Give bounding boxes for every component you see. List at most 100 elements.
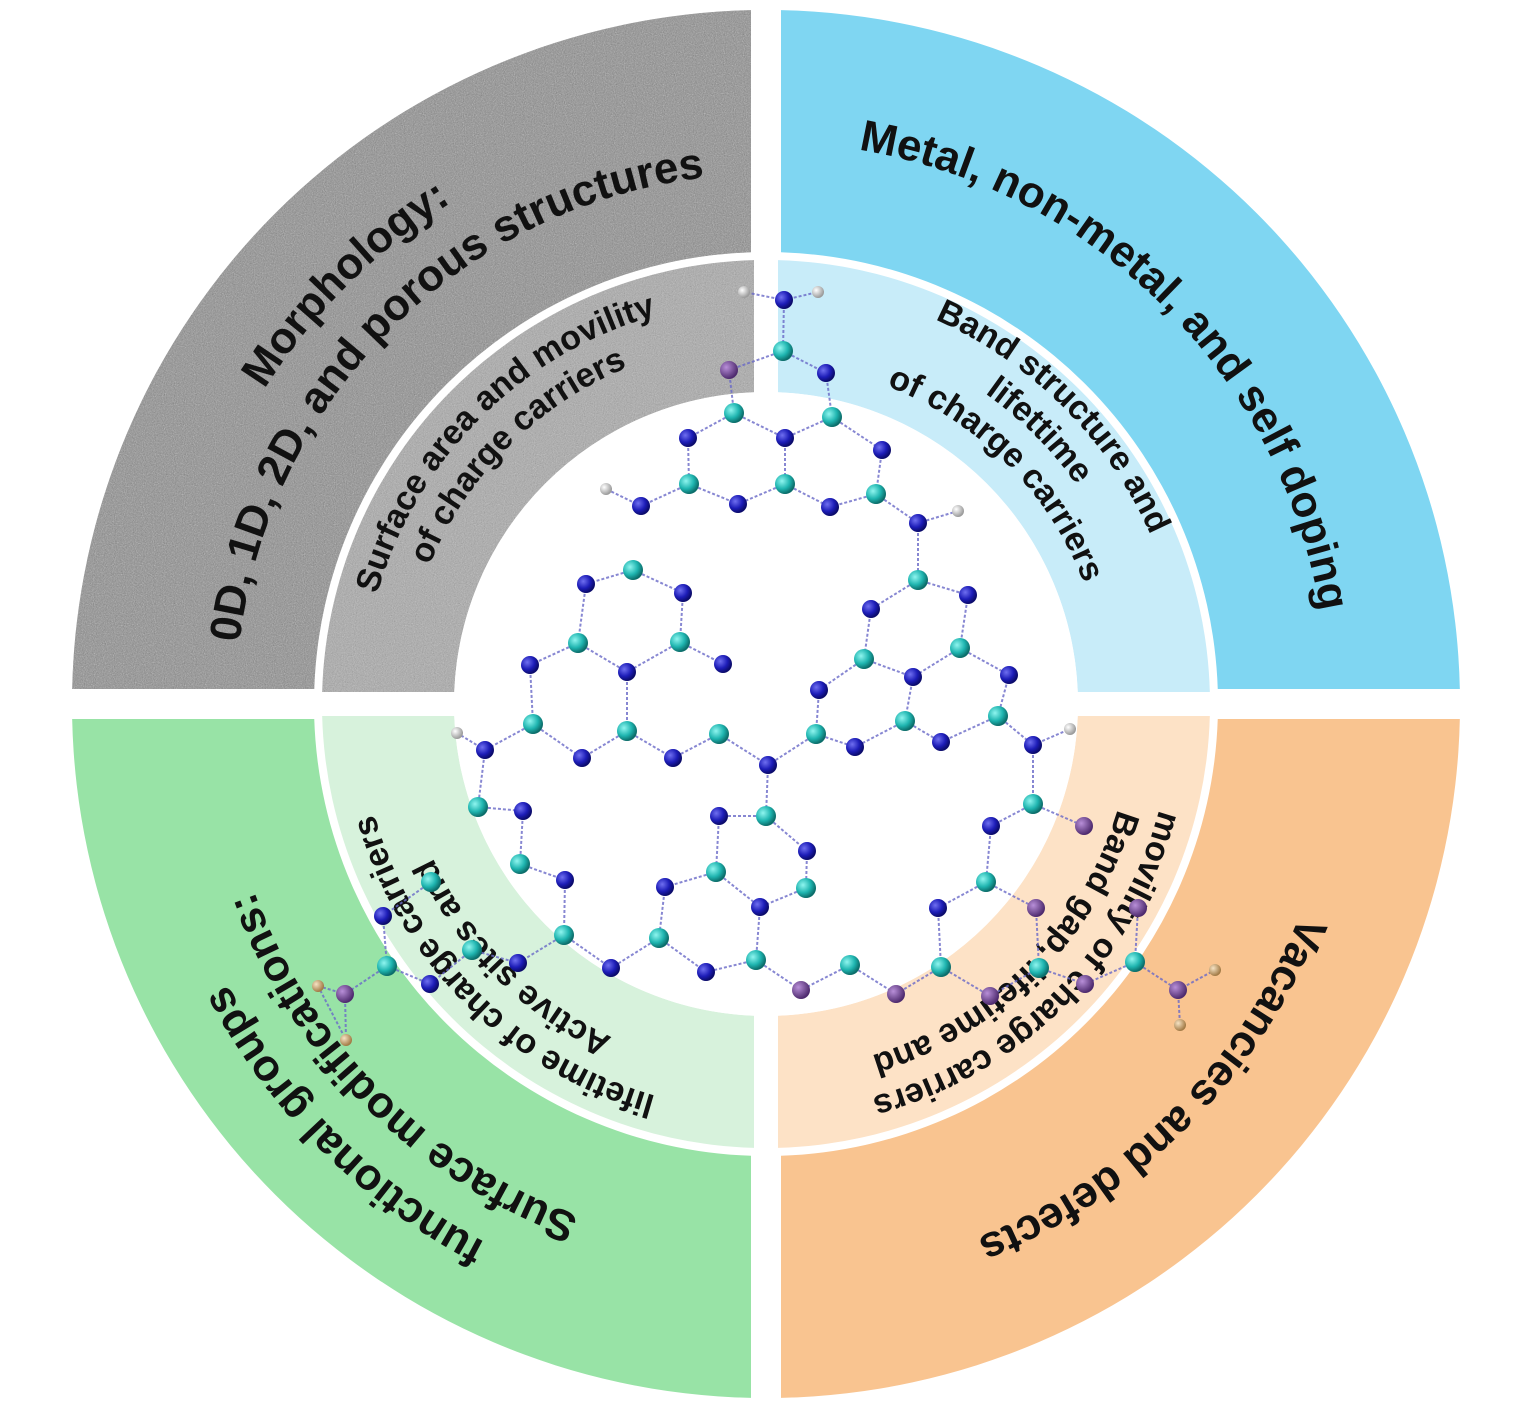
bond bbox=[610, 937, 660, 969]
dopant-atom bbox=[981, 987, 999, 1005]
carbon-atom bbox=[617, 721, 637, 741]
bond bbox=[912, 647, 961, 678]
outer-segment-bottom-left bbox=[72, 719, 752, 1398]
hydrogen-atom bbox=[451, 727, 463, 739]
bond bbox=[985, 881, 1037, 909]
carbon-atom bbox=[706, 862, 726, 882]
bond bbox=[800, 964, 851, 991]
carbon-atom bbox=[1023, 794, 1043, 814]
nitrogen-atom bbox=[679, 429, 697, 447]
bond bbox=[529, 642, 579, 666]
outer-segment-top-right bbox=[781, 10, 1460, 690]
dopant-atom bbox=[1075, 817, 1093, 835]
nitrogen-atom bbox=[982, 817, 1000, 835]
bond bbox=[317, 985, 347, 1041]
bond bbox=[632, 569, 684, 594]
bond bbox=[959, 647, 1010, 676]
nitrogen-atom bbox=[577, 575, 595, 593]
nitrogen-atom bbox=[798, 842, 816, 860]
carbon-atom bbox=[724, 403, 744, 423]
bond bbox=[854, 720, 906, 748]
bond bbox=[818, 658, 865, 691]
nitrogen-atom bbox=[751, 898, 769, 916]
carbon-atom bbox=[568, 633, 588, 653]
carbon-atom bbox=[468, 797, 488, 817]
carbon-atom bbox=[908, 570, 928, 590]
bond bbox=[577, 642, 628, 673]
hydrogen-atom bbox=[952, 505, 964, 517]
bond bbox=[940, 715, 999, 743]
inner-segment-bottom-left bbox=[322, 716, 754, 1148]
bond bbox=[937, 881, 987, 909]
bond bbox=[687, 412, 735, 439]
hydrogen-atom bbox=[600, 483, 612, 495]
nitrogen-atom bbox=[656, 878, 674, 896]
carbon-atom bbox=[931, 957, 951, 977]
surface-group-atom bbox=[312, 980, 324, 992]
dopant-atom bbox=[887, 985, 905, 1003]
nitrogen-atom bbox=[602, 959, 620, 977]
nitrogen-atom bbox=[817, 364, 835, 382]
outer-segment-texture bbox=[72, 10, 752, 690]
carbon-atom bbox=[623, 560, 643, 580]
surface-group-atom bbox=[340, 1034, 352, 1046]
carbon-atom bbox=[854, 649, 874, 669]
dopant-atom bbox=[792, 981, 810, 999]
carbon-atom bbox=[756, 806, 776, 826]
inner-segment-bottom-right bbox=[778, 716, 1210, 1148]
bond bbox=[626, 641, 681, 673]
inner-segment-top-right bbox=[778, 260, 1210, 692]
bond bbox=[484, 723, 534, 751]
nitrogen-atom bbox=[810, 681, 828, 699]
surface-group-atom bbox=[1174, 1019, 1186, 1031]
bond bbox=[870, 579, 919, 610]
carbon-atom bbox=[806, 724, 826, 744]
carbon-atom bbox=[988, 706, 1008, 726]
carbon-atom bbox=[1029, 958, 1049, 978]
bond bbox=[755, 959, 802, 991]
nitrogen-atom bbox=[959, 586, 977, 604]
bond bbox=[517, 934, 565, 964]
nitrogen-atom bbox=[776, 429, 794, 447]
nitrogen-atom bbox=[932, 733, 950, 751]
inner-ring bbox=[322, 260, 1210, 1148]
surface-group-atom bbox=[1209, 964, 1221, 976]
nitrogen-atom bbox=[374, 907, 392, 925]
nitrogen-atom bbox=[710, 807, 728, 825]
dopant-atom bbox=[1027, 899, 1045, 917]
outer-ring bbox=[72, 10, 1460, 1398]
carbon-atom bbox=[377, 956, 397, 976]
inner-segment-texture bbox=[322, 260, 754, 692]
carbon-atom bbox=[421, 872, 441, 892]
hydrogen-atom bbox=[812, 286, 824, 298]
nitrogen-atom bbox=[904, 668, 922, 686]
bond bbox=[755, 906, 761, 961]
hydrogen-atom bbox=[738, 286, 750, 298]
bond bbox=[715, 871, 761, 908]
bond bbox=[989, 967, 1040, 997]
bond bbox=[626, 730, 674, 759]
bond bbox=[640, 483, 690, 507]
carbon-atom bbox=[950, 638, 970, 658]
nitrogen-atom bbox=[674, 584, 692, 602]
nitrogen-atom bbox=[618, 663, 636, 681]
carbon-atom bbox=[866, 484, 886, 504]
nitrogen-atom bbox=[862, 600, 880, 618]
carbon-atom bbox=[510, 854, 530, 874]
hydrogen-atom bbox=[1064, 723, 1076, 735]
nitrogen-atom bbox=[929, 899, 947, 917]
outer-segment-bottom-right bbox=[781, 719, 1460, 1398]
carbon-atom bbox=[773, 341, 793, 361]
bond bbox=[1032, 803, 1085, 827]
bond bbox=[664, 871, 717, 888]
nitrogen-atom bbox=[846, 738, 864, 756]
atoms bbox=[312, 286, 1221, 1046]
carbon-atom bbox=[523, 714, 543, 734]
bond bbox=[917, 510, 959, 524]
dopant-atom bbox=[1129, 899, 1147, 917]
nitrogen-atom bbox=[514, 802, 532, 820]
bond bbox=[728, 350, 784, 371]
nitrogen-atom bbox=[664, 749, 682, 767]
nitrogen-atom bbox=[697, 963, 715, 981]
